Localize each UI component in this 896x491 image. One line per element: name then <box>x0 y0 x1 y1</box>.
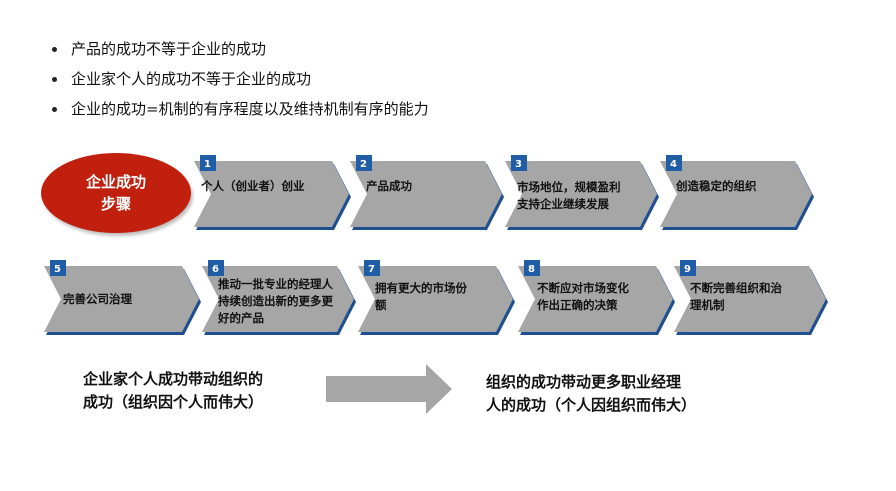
step-number-badge <box>680 260 696 276</box>
caption-line: 人的成功（个人因组织而伟大） <box>486 396 697 414</box>
step-label-line: 推动一批专业的经理人 <box>218 277 333 291</box>
bullet-text: 产品的成功不等于企业的成功 <box>71 40 267 58</box>
step-number-badge <box>208 260 224 276</box>
bullet-item: 产品的成功不等于企业的成功 <box>52 34 429 64</box>
step-label: 不断应对市场变化作出正确的决策 <box>537 280 629 314</box>
step-number: 3 <box>515 159 522 170</box>
step-label: 拥有更大的市场份额 <box>375 280 467 314</box>
step-label-line: 不断完善组织和治 <box>690 281 782 295</box>
bottom-right-caption: 组织的成功带动更多职业经理 人的成功（个人因组织而伟大） <box>486 371 696 417</box>
step-chevron <box>674 266 826 332</box>
step-label-line: 创造稳定的组织 <box>676 179 757 193</box>
oval-line-2: 步骤 <box>100 195 131 213</box>
step-number-badge <box>50 260 66 276</box>
step-number: 7 <box>368 264 375 275</box>
step-label-line: 理机制 <box>690 298 725 312</box>
step-label-line: 拥有更大的市场份 <box>375 281 467 295</box>
step-label-line: 作出正确的决策 <box>537 298 618 312</box>
bullet-dot <box>52 106 57 112</box>
step-chevron <box>44 266 199 332</box>
bullet-list: 产品的成功不等于企业的成功 企业家个人的成功不等于企业的成功 企业的成功=机制的… <box>52 34 429 124</box>
step-number: 4 <box>670 159 677 170</box>
bullet-text: 企业的成功=机制的有序程度以及维持机制有序的能力 <box>71 100 429 118</box>
bullet-item: 企业家个人的成功不等于企业的成功 <box>52 64 429 94</box>
bullet-text: 企业家个人的成功不等于企业的成功 <box>71 70 312 88</box>
step-number: 8 <box>528 264 535 275</box>
step-label-line: 完善公司治理 <box>63 292 132 306</box>
step-chevron <box>660 161 812 227</box>
step-chevron <box>202 266 354 332</box>
bullet-item: 企业的成功=机制的有序程度以及维持机制有序的能力 <box>52 94 429 124</box>
step-label-line: 不断应对市场变化 <box>537 281 629 295</box>
step-number: 6 <box>212 264 219 275</box>
step-label-line: 额 <box>375 298 387 312</box>
step-label: 市场地位，规模盈利支持企业继续发展 <box>517 179 621 213</box>
step-label: 完善公司治理 <box>63 291 132 308</box>
flow-arrow <box>326 364 452 414</box>
bullet-dot <box>52 46 57 52</box>
step-number-badge <box>200 155 216 171</box>
oval-line-1: 企业成功 <box>85 173 146 191</box>
step-chevron <box>505 161 657 227</box>
step-chevron <box>358 266 513 332</box>
caption-line: 成功（组织因个人而伟大） <box>83 393 264 411</box>
step-chevron <box>518 266 673 332</box>
step-label-line: 持续创造出新的更多更 <box>218 294 333 308</box>
step-label: 推动一批专业的经理人持续创造出新的更多更好的产品 <box>218 276 333 327</box>
step-number-badge <box>666 155 682 171</box>
step-label: 个人（创业者）创业 <box>201 178 305 195</box>
success-steps-oval: 企业成功 步骤 <box>41 153 191 233</box>
step-label-line: 好的产品 <box>218 311 264 325</box>
step-label-line: 市场地位，规模盈利 <box>517 180 621 194</box>
step-number-badge <box>364 260 380 276</box>
step-label: 创造稳定的组织 <box>676 178 757 195</box>
step-label: 不断完善组织和治理机制 <box>690 280 782 314</box>
step-chevron <box>194 161 349 227</box>
step-number: 9 <box>684 264 691 275</box>
step-label-line: 产品成功 <box>366 179 412 193</box>
step-label-line: 个人（创业者）创业 <box>201 179 305 193</box>
step-number: 5 <box>54 264 61 275</box>
step-number: 2 <box>360 159 367 170</box>
step-label-line: 支持企业继续发展 <box>517 197 609 211</box>
step-number-badge <box>511 155 527 171</box>
step-chevron <box>350 161 502 227</box>
bottom-left-caption: 企业家个人成功带动组织的 成功（组织因个人而伟大） <box>83 368 263 414</box>
step-number: 1 <box>204 159 211 170</box>
caption-line: 组织的成功带动更多职业经理 <box>486 373 682 391</box>
caption-line: 企业家个人成功带动组织的 <box>83 370 264 388</box>
step-number-badge <box>356 155 372 171</box>
step-label: 产品成功 <box>366 178 412 195</box>
bullet-dot <box>52 76 57 82</box>
step-number-badge <box>524 260 540 276</box>
